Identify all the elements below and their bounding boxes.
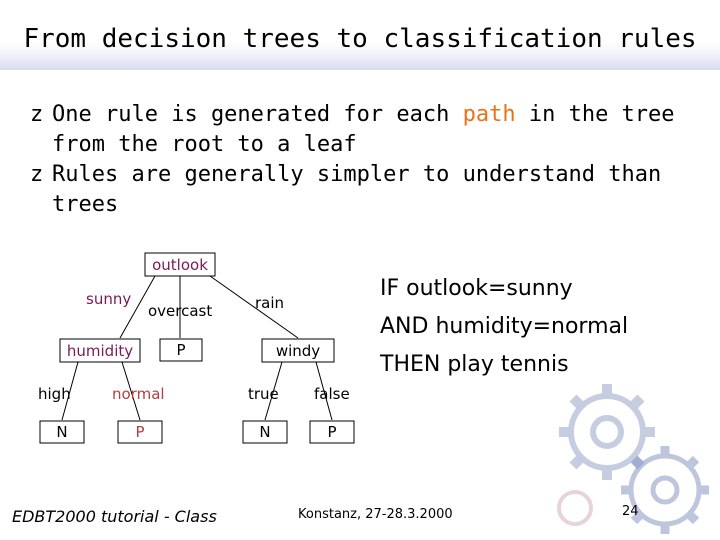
bullet-text: in the tree from the root to a leaf — [52, 102, 675, 157]
leaf-label: P — [327, 423, 336, 441]
bullet-mark: z — [30, 162, 44, 187]
bullet-item: z Rules are generally simpler to underst… — [30, 160, 710, 220]
rule-line-then: THEN play tennis — [380, 352, 569, 377]
bullet-list: z One rule is generated for each path in… — [30, 100, 710, 220]
edge-label-sunny: sunny — [86, 290, 131, 308]
edge-line — [121, 361, 141, 421]
bullet-text: One rule is generated for each — [52, 102, 463, 127]
edge-line — [264, 361, 283, 421]
bullet-item: z One rule is generated for each path in… — [30, 100, 710, 160]
bullet-mark: z — [30, 102, 44, 127]
leaf-n-true — [242, 420, 288, 444]
edge-label-overcast: overcast — [148, 302, 212, 320]
footer-date: Konstanz, 27-28.3.2000 — [298, 507, 453, 522]
edge-line — [209, 275, 299, 339]
edge-label-true: true — [248, 385, 279, 403]
leaf-label: N — [259, 423, 270, 441]
page-number: 24 — [622, 504, 639, 519]
leaf-label: P — [135, 423, 144, 441]
leaf-p-false — [309, 420, 355, 444]
leaf-n-high — [39, 420, 85, 444]
gears-icon — [557, 384, 709, 534]
leaf-p-overcast — [159, 338, 203, 362]
edge-line — [119, 275, 156, 339]
edge-line — [315, 361, 333, 421]
node-humidity-label: humidity — [67, 342, 133, 360]
edge-label-false: false — [314, 385, 350, 403]
leaf-label: N — [56, 423, 67, 441]
edge-label-rain: rain — [255, 294, 284, 312]
edge-line — [61, 361, 79, 421]
footer-left: EDBT2000 tutorial - Class — [12, 507, 217, 526]
highlight-path: path — [462, 102, 516, 127]
node-humidity — [59, 338, 141, 363]
node-windy — [261, 338, 335, 363]
leaf-label: P — [176, 341, 185, 359]
edge-label-high: high — [38, 385, 71, 403]
title-band — [0, 0, 720, 70]
rule-text: IF outlook=sunny AND humidity=normal THE… — [380, 270, 628, 384]
bullet-text: Rules are generally simpler to understan… — [52, 162, 662, 217]
rule-line-if: IF outlook=sunny — [380, 276, 573, 301]
edge-label-normal: normal — [112, 385, 165, 403]
node-windy-label: windy — [276, 342, 320, 360]
node-outlook-label: outlook — [152, 256, 208, 274]
slide-title: From decision trees to classification ru… — [23, 24, 697, 54]
leaf-p-normal — [117, 420, 163, 444]
rule-line-and: AND humidity=normal — [380, 314, 629, 339]
node-outlook — [144, 252, 216, 277]
